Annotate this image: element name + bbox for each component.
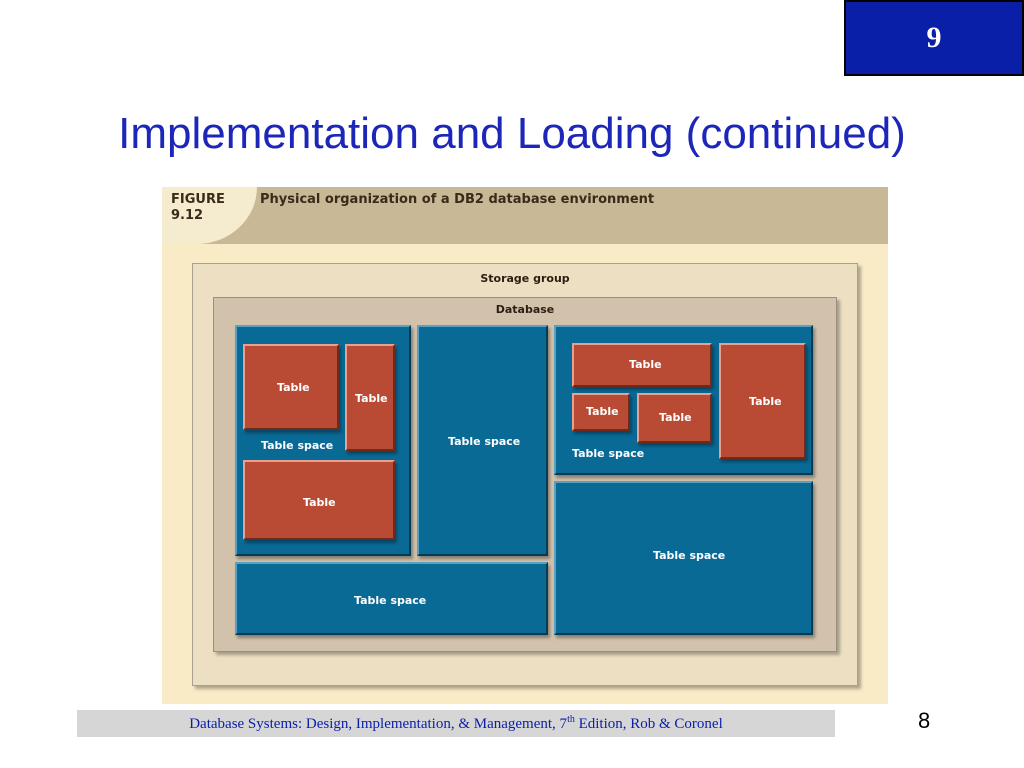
table-space-3-label: Table space (572, 447, 645, 460)
table-3d: Table (719, 343, 806, 459)
table-space-5: Table space (235, 562, 548, 635)
database-frame: Database Table Table Table space Table T… (213, 297, 837, 652)
table-3c: Table (637, 393, 712, 443)
chapter-badge: 9 (844, 0, 1024, 76)
table-3a: Table (572, 343, 712, 387)
storage-group-label: Storage group (480, 272, 570, 285)
table-3a-label: Table (629, 358, 662, 371)
table-space-2: Table space (417, 325, 548, 556)
chapter-number: 9 (926, 21, 942, 54)
figure-caption: Physical organization of a DB2 database … (260, 192, 655, 207)
table-space-3: Table Table Table Table space Table (554, 325, 813, 475)
table-space-2-label: Table space (448, 435, 521, 448)
table-space-1: Table Table Table space Table (235, 325, 411, 556)
table-3d-label: Table (749, 395, 782, 408)
footer-superscript: th (567, 714, 575, 725)
table-3b-label: Table (586, 405, 619, 418)
footer-citation: Database Systems: Design, Implementation… (189, 714, 723, 733)
figure-number: 9.12 (171, 208, 204, 223)
table-space-1-label: Table space (261, 439, 334, 452)
table-space-4-label: Table space (653, 549, 726, 562)
table-3b: Table (572, 393, 630, 431)
table-space-5-label: Table space (354, 594, 427, 607)
page-number: 8 (918, 708, 931, 733)
figure-header (162, 187, 888, 244)
figure: FIGURE 9.12 Physical organization of a D… (162, 187, 888, 704)
table-1a-label: Table (277, 381, 310, 394)
slide-title: Implementation and Loading (continued) (118, 109, 906, 158)
footer-bar: Database Systems: Design, Implementation… (77, 710, 835, 737)
footer-text-before: Database Systems: Design, Implementation… (189, 716, 568, 732)
table-1c: Table (243, 460, 395, 540)
table-1b-label: Table (355, 392, 388, 405)
table-1c-label: Table (303, 496, 336, 509)
figure-label: FIGURE 9.12 (171, 192, 225, 224)
footer-text-after: Edition, Rob & Coronel (574, 716, 723, 732)
table-1b: Table (345, 344, 395, 451)
table-1a: Table (243, 344, 339, 430)
figure-label-word: FIGURE (171, 192, 225, 207)
table-space-4: Table space (554, 481, 813, 635)
table-3c-label: Table (659, 411, 692, 424)
database-label: Database (495, 303, 555, 316)
